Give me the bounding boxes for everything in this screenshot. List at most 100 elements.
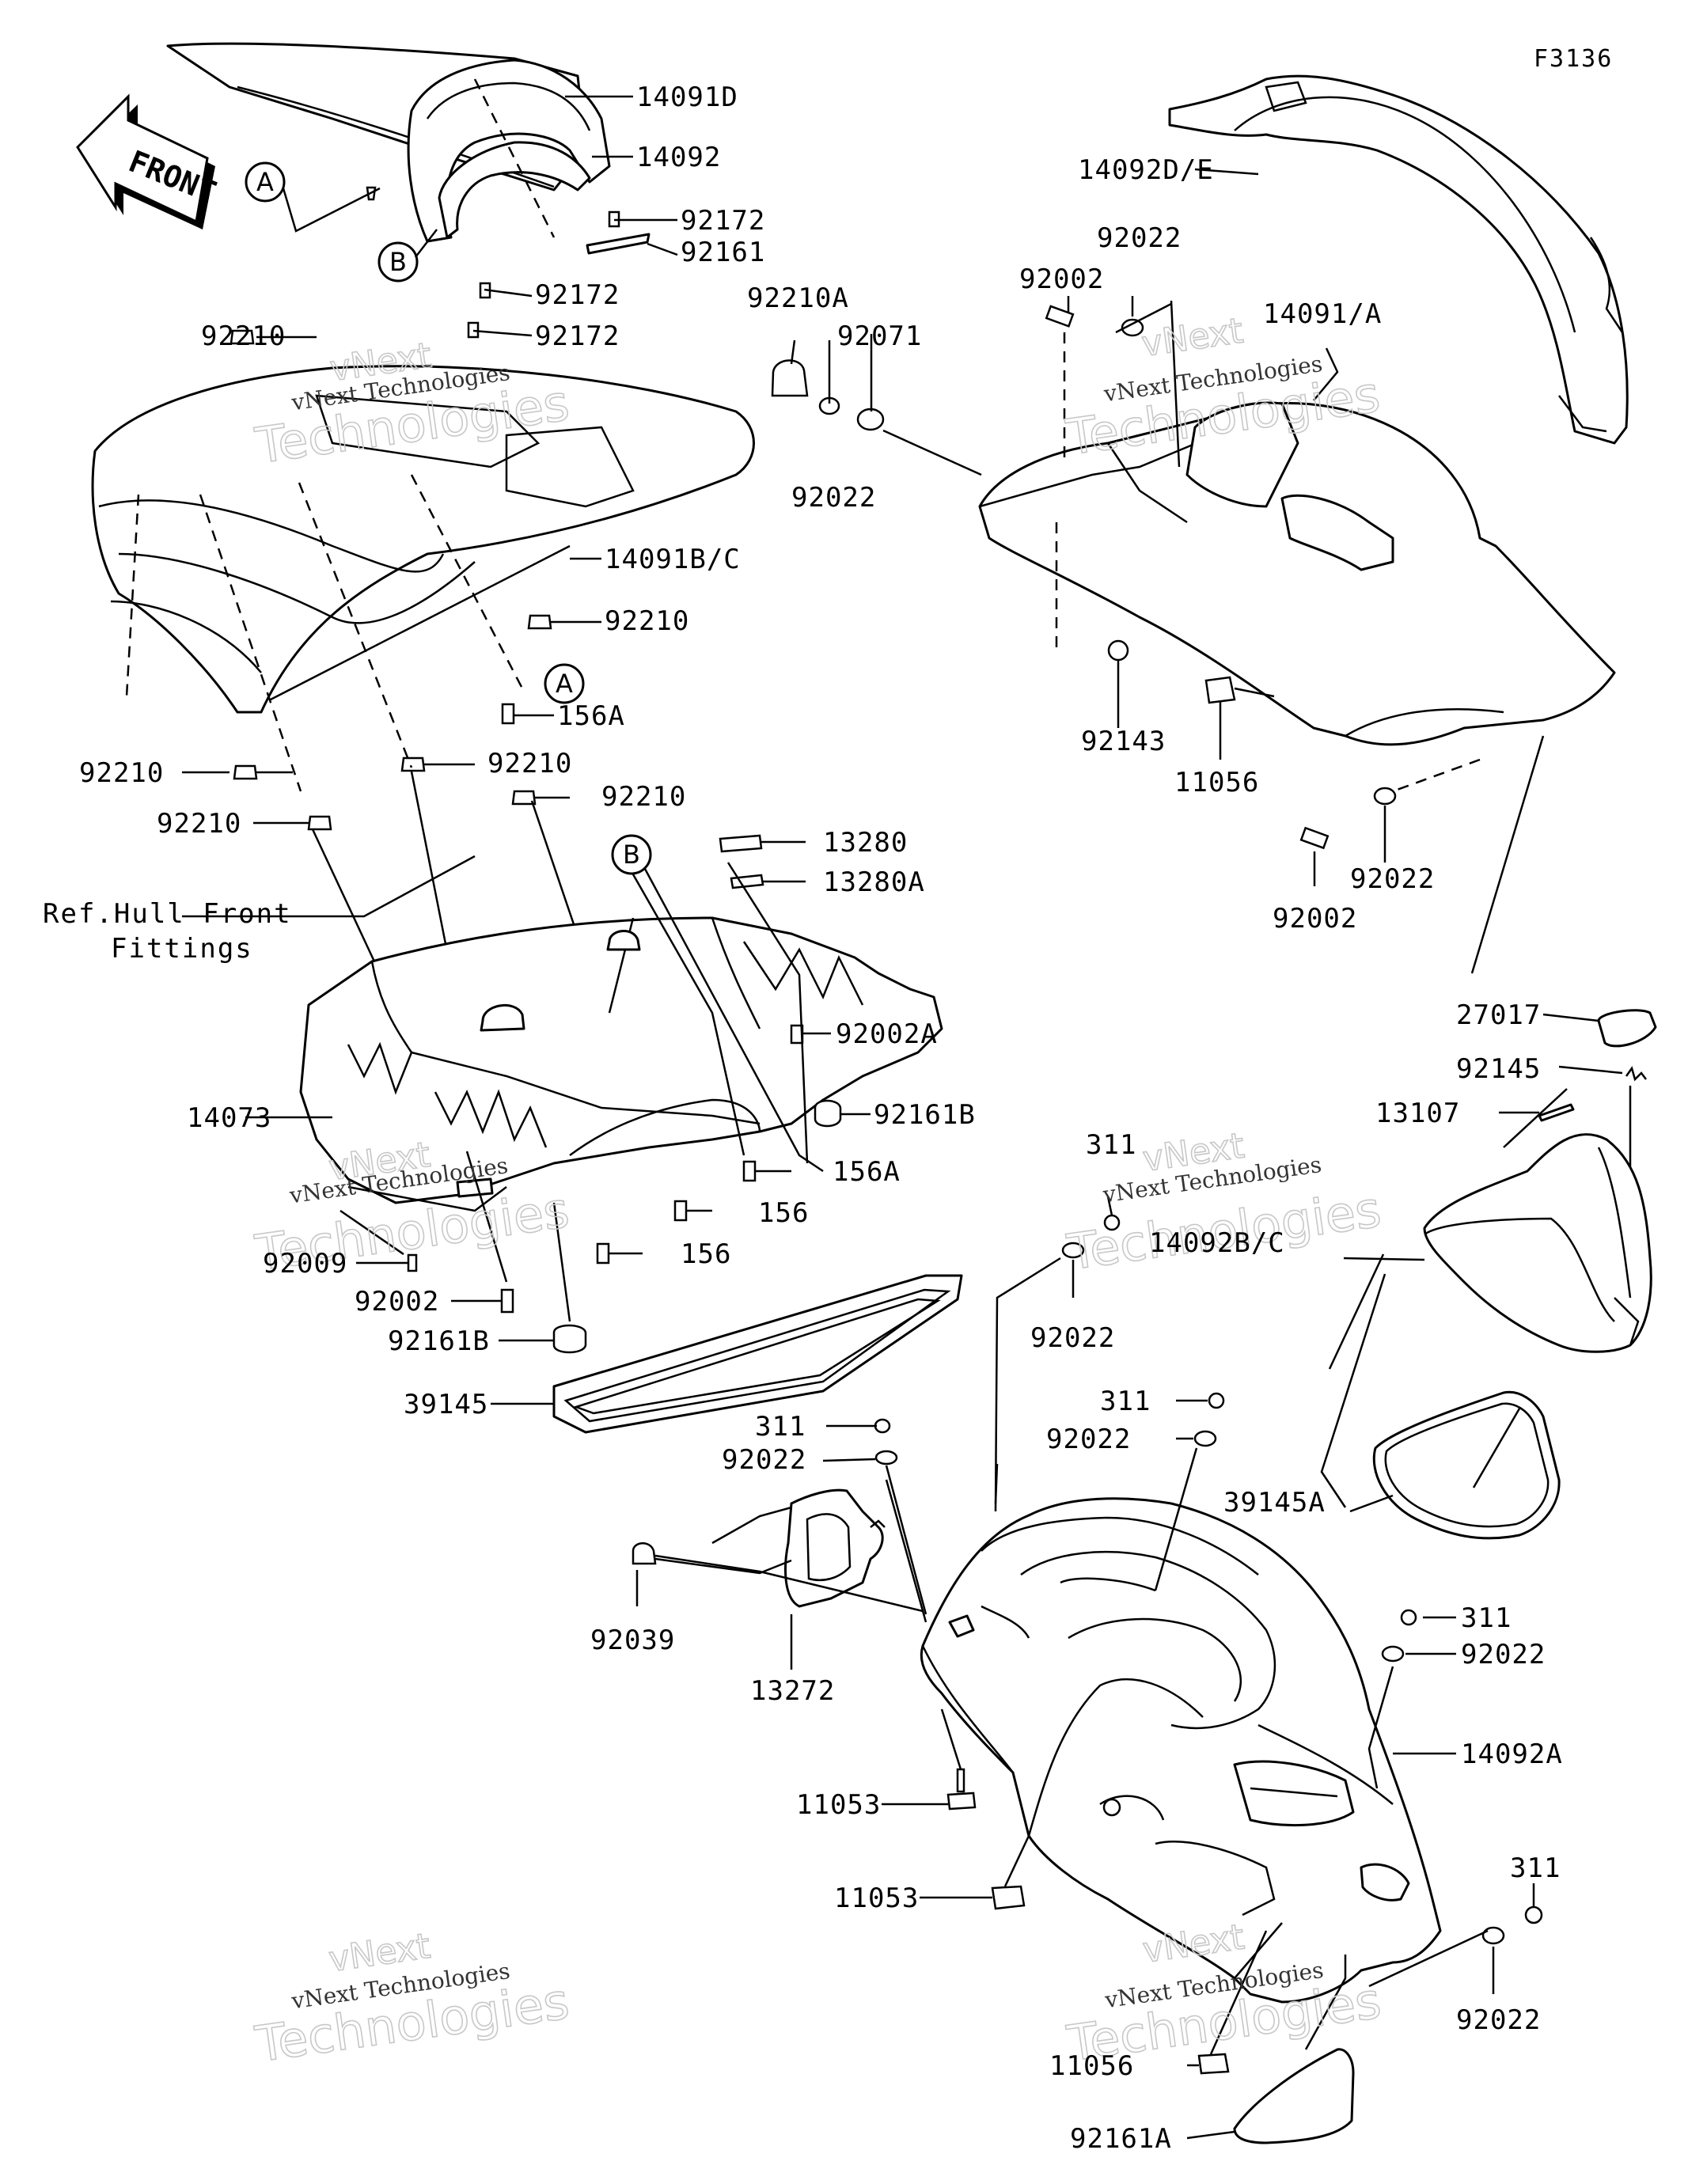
pad-92161a-part	[1233, 2048, 1355, 2144]
label-11056-a: 11056	[1174, 767, 1259, 798]
cap-92161b-b	[552, 1324, 587, 1354]
front-arrow-icon: FRONT	[76, 93, 221, 229]
callout-a-mid: A	[544, 663, 585, 704]
label-311-b: 311	[1086, 1129, 1136, 1161]
label-92172-b: 92172	[535, 279, 620, 311]
svg-text:B: B	[623, 840, 640, 870]
label-92172-a: 92172	[681, 205, 765, 237]
label-14092BC: 14092B/C	[1149, 1227, 1285, 1259]
label-92143: 92143	[1081, 726, 1166, 757]
label-39145A: 39145A	[1223, 1487, 1326, 1519]
label-92022-e: 92022	[1030, 1322, 1115, 1354]
label-11053-a: 11053	[796, 1789, 881, 1821]
label-92002A: 92002A	[836, 1018, 938, 1050]
label-92022-h: 92022	[1456, 2004, 1541, 2036]
washer-92022-f	[1193, 1430, 1217, 1447]
svg-text:A: A	[556, 669, 573, 699]
callout-b-top: B	[377, 241, 419, 282]
label-11056-b: 11056	[1049, 2050, 1134, 2082]
label-92172-c: 92172	[535, 320, 620, 352]
watermark-top-left: vNext vNext Technologies Technologies	[251, 335, 573, 476]
clip-92210-d	[307, 815, 332, 831]
cap-92210a	[771, 359, 809, 397]
svg-text:vNext: vNext	[1140, 311, 1246, 365]
label-92022-d: 92022	[722, 1444, 806, 1476]
label-27017: 27017	[1456, 999, 1541, 1031]
bolt-156a-a	[501, 703, 515, 725]
clip-13280a-part	[730, 874, 764, 889]
nut-311-d	[1400, 1609, 1417, 1626]
washer-92022-b	[1121, 318, 1144, 337]
label-92210-e: 92210	[157, 808, 241, 840]
cap-92161b-a	[814, 1099, 842, 1128]
label-92145: 92145	[1456, 1053, 1541, 1085]
label-92210A: 92210A	[747, 282, 849, 314]
clip-11056-b	[1197, 2053, 1230, 2075]
clip-13280-part	[719, 834, 763, 853]
label-92210-f: 92210	[601, 781, 686, 813]
clip-92210-f	[511, 790, 537, 806]
label-311-a: 311	[755, 1411, 806, 1443]
label-13280: 13280	[823, 827, 908, 859]
label-92161B-a: 92161B	[874, 1099, 976, 1131]
bolt-156-b	[596, 1242, 610, 1265]
label-92161A: 92161A	[1070, 2123, 1172, 2155]
screw-92172-c	[467, 321, 480, 339]
label-11053-b: 11053	[834, 1883, 919, 1914]
spring-92145	[1625, 1066, 1647, 1082]
label-92039: 92039	[590, 1625, 675, 1656]
ref-note-line2: Fittings	[111, 933, 253, 965]
seal-39145a-part	[1372, 1390, 1561, 1540]
label-311-d: 311	[1461, 1602, 1512, 1634]
callout-b-mid: B	[611, 834, 652, 875]
cover-14091a-part	[978, 401, 1616, 746]
svg-text:B: B	[389, 247, 407, 277]
label-92022-a: 92022	[791, 482, 876, 514]
nut-311-e	[1524, 1905, 1543, 1924]
washer-92022-c	[1373, 787, 1397, 806]
label-92161B-b: 92161B	[388, 1325, 490, 1357]
label-14091A: 14091/A	[1263, 298, 1382, 330]
bolt-92002-a	[1045, 305, 1075, 328]
label-92210-d: 92210	[487, 748, 572, 779]
label-13107: 13107	[1375, 1098, 1460, 1129]
label-92071: 92071	[837, 320, 922, 352]
cap-27017-part	[1597, 1009, 1657, 1048]
clip-92210-c	[233, 764, 258, 780]
clip-92210-b	[527, 614, 552, 630]
cover-14092de-part	[1168, 74, 1629, 445]
front-deck-cover-part	[166, 42, 611, 243]
grommet-92071	[856, 408, 885, 431]
label-92002-a: 92002	[1019, 264, 1104, 295]
label-92022-b: 92022	[1097, 222, 1182, 254]
label-156A-b: 156A	[833, 1156, 901, 1188]
hood-14092bc-part	[1423, 1133, 1652, 1353]
label-92210-c: 92210	[79, 757, 164, 789]
washer-92022-e	[1061, 1242, 1085, 1259]
label-311-c: 311	[1100, 1386, 1151, 1417]
label-92210-a: 92210	[201, 320, 286, 352]
label-14091BC: 14091B/C	[605, 544, 741, 575]
label-14073: 14073	[187, 1102, 271, 1134]
pin-13107-part	[1538, 1103, 1575, 1122]
watermark-bottom-right: vNext vNext Technologies Technologies	[1063, 1917, 1385, 2073]
label-13272: 13272	[750, 1675, 835, 1707]
bolt-156a-b	[742, 1160, 757, 1182]
washer-92022-d	[874, 1450, 898, 1465]
clip-92210-e	[400, 756, 426, 772]
hull-part-14073	[299, 916, 943, 1212]
label-156-b: 156	[681, 1238, 731, 1270]
label-14091D: 14091D	[636, 82, 738, 113]
tape-92161-part	[586, 233, 651, 255]
clip-11053-b	[991, 1885, 1026, 1910]
label-39145: 39145	[404, 1389, 488, 1420]
nut-311-c	[1208, 1392, 1225, 1409]
label-92022-f: 92022	[1046, 1424, 1131, 1455]
bolt-92002-b	[1299, 826, 1330, 850]
washer-92143	[1107, 639, 1129, 662]
clip-lower-left	[456, 1177, 494, 1198]
clip-11053-a-pin	[956, 1768, 965, 1793]
clip-11056-a	[1204, 676, 1236, 704]
